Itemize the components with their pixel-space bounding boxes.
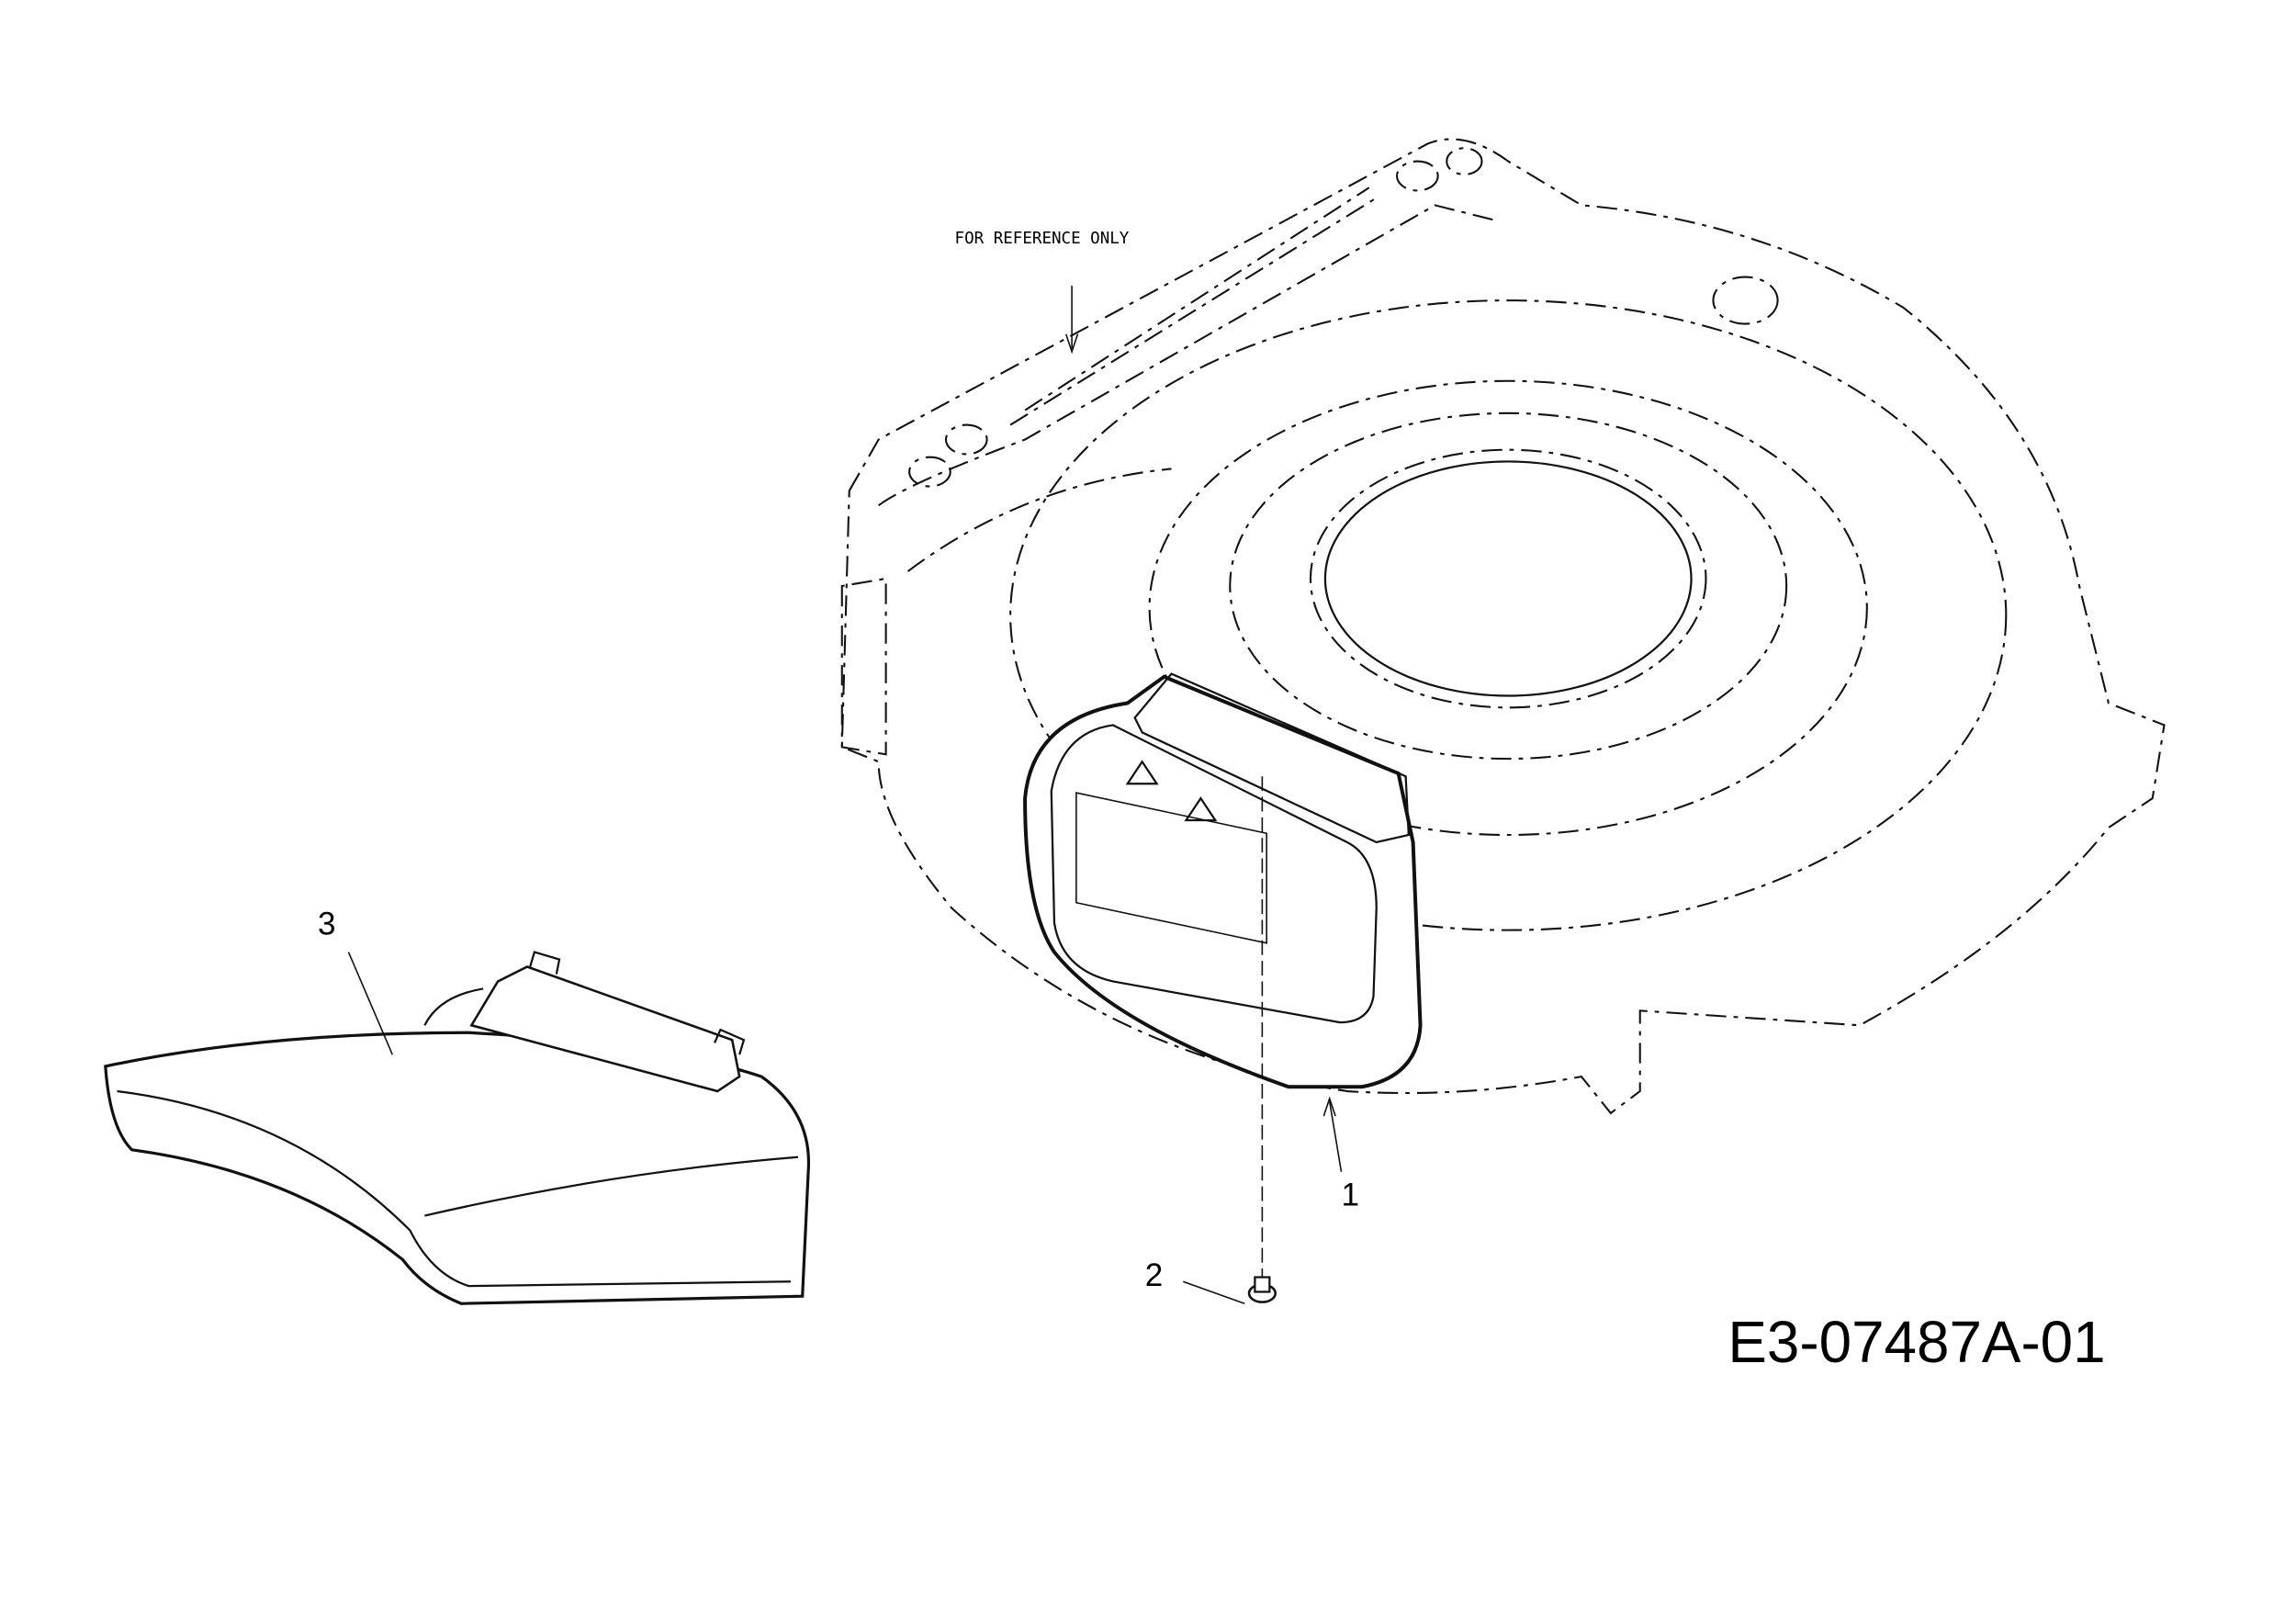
- callout-3: 3: [318, 906, 336, 941]
- part-2-screw[interactable]: [1247, 776, 1277, 1303]
- part-1-chute[interactable]: [1023, 672, 1423, 1089]
- drawing-code: E3-07487A-01: [1728, 1309, 2105, 1375]
- reference-note: FOR REFERENCE ONLY: [955, 230, 1130, 248]
- mower-deck-outline: [840, 138, 2166, 1115]
- leader-lines: [347, 286, 1343, 1304]
- callout-1: 1: [1341, 1177, 1359, 1212]
- part-3-discharge-chute[interactable]: [104, 951, 811, 1305]
- callout-2: 2: [1145, 1257, 1164, 1293]
